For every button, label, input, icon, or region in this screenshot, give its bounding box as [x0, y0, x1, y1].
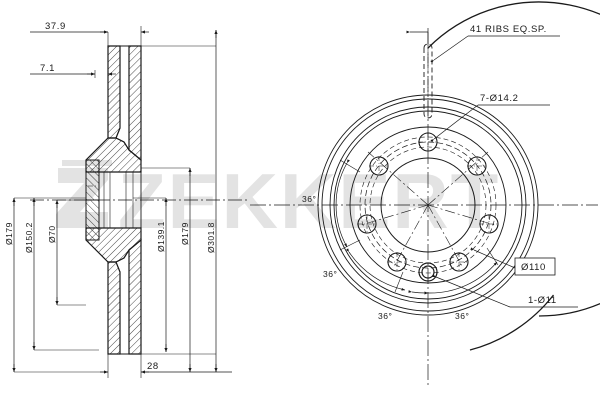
- radial-line-1: [427, 151, 489, 206]
- callout-bolt-holes-label: 7-Ø14.2: [480, 93, 519, 104]
- top-dimension-group: 37.9 7.1: [30, 21, 149, 78]
- callout-bolt-holes: 7-Ø14.2: [430, 93, 550, 143]
- hat-wall-mirror: [85, 199, 100, 241]
- outer-diameter-circle-seg: [469, 294, 555, 351]
- radial-line-6: [367, 151, 429, 206]
- outboard-cheek: [107, 45, 121, 139]
- callout-bolt-leader: [430, 104, 479, 143]
- callout-bolt-circle: Ø110: [470, 247, 556, 276]
- angle-arc-bottom-right: [424, 261, 498, 295]
- callout-ribs: 41 RIBS EQ.SP.: [430, 24, 560, 64]
- angle-tick-4: [486, 247, 499, 266]
- hat-wall: [85, 159, 100, 201]
- callout-locating-hole: 1-Ø11: [432, 274, 578, 308]
- bolt-hole: [357, 214, 377, 234]
- bottom-dimension-group: 28: [100, 354, 232, 378]
- angle-label-1: 36°: [302, 194, 316, 204]
- callout-bolt-circle-label: Ø110: [521, 262, 546, 273]
- inboard-cheek: [128, 45, 142, 162]
- callout-bc-leader: [470, 247, 516, 269]
- callout-bc-box: [514, 257, 556, 276]
- ring-circle-4: [333, 110, 523, 300]
- dim-label-dia-70: Ø70: [47, 225, 57, 243]
- dim-label-37-9: 37.9: [45, 21, 66, 32]
- outboard-cheek-mirror: [107, 261, 121, 355]
- angle-tick-2: [339, 239, 361, 251]
- angle-tick-1: [339, 159, 361, 173]
- angle-label-2: 36°: [323, 269, 337, 279]
- rib-outline: [423, 43, 433, 119]
- bolt-hole: [369, 156, 389, 176]
- face-view: 36° 36° 36° 36° 41 RIBS EQ.SP. 7-Ø14.2 Ø…: [250, 1, 600, 385]
- callout-ribs-label: 41 RIBS EQ.SP.: [470, 24, 547, 35]
- angle-tick-3: [394, 271, 404, 293]
- angle-label-3: 36°: [378, 311, 392, 321]
- bolt-hole: [479, 214, 499, 234]
- radial-line-3: [427, 204, 464, 269]
- bolt-hole: [467, 156, 487, 176]
- callout-ribs-leader: [430, 35, 469, 64]
- callout-lh-leader: [432, 274, 511, 308]
- angle-label-4: 36°: [455, 311, 469, 321]
- bolt-circle-dashed: [364, 141, 492, 269]
- dim-label-dia-179-right: Ø179: [180, 222, 190, 245]
- section-profile-upper: [85, 45, 142, 201]
- angle-arc-left-lower: [345, 248, 406, 291]
- angle-dimension-group: [335, 159, 499, 295]
- section-profile-lower: [85, 199, 142, 355]
- center-bore-circle: [380, 157, 476, 253]
- inboard-cheek-mirror: [128, 238, 142, 355]
- dim-label-7-1: 7.1: [40, 63, 55, 74]
- right-dimension-group: Ø139.1 Ø179 Ø301.8: [133, 30, 218, 372]
- cross-section-view: 37.9 7.1 Ø179 Ø150.2: [4, 21, 250, 378]
- rib-indicator: [406, 30, 433, 119]
- bolt-hole: [418, 132, 438, 152]
- dim-label-28: 28: [147, 361, 159, 372]
- angle-arc-left-upper: [335, 159, 350, 248]
- outer-disc-circles: [427, 1, 600, 351]
- dim-label-dia-301-8: Ø301.8: [206, 222, 216, 253]
- radial-line-5: [357, 204, 429, 227]
- dim-label-dia-150-2: Ø150.2: [24, 222, 34, 253]
- dim-label-dia-179-left: Ø179: [4, 222, 14, 245]
- watermark-text: ZEKKERT: [118, 157, 500, 245]
- outer-diameter-circle: [427, 1, 600, 317]
- left-dimension-group: Ø179 Ø150.2 Ø70: [4, 197, 108, 373]
- dim-label-dia-139-1: Ø139.1: [156, 221, 166, 252]
- radial-line-2: [427, 204, 499, 227]
- callout-locating-hole-label: 1-Ø11: [528, 295, 557, 306]
